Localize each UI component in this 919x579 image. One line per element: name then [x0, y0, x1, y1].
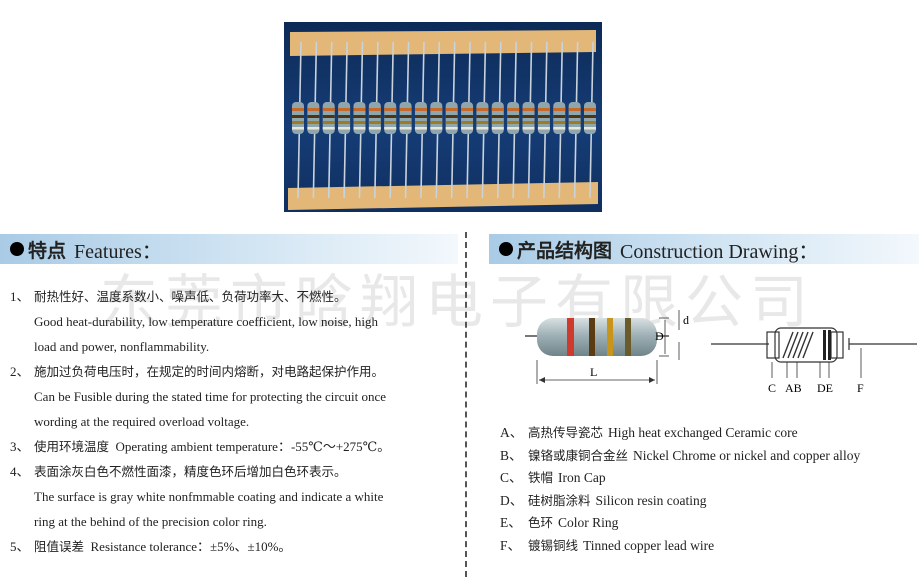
column-divider — [465, 232, 467, 577]
bullet-icon — [499, 242, 513, 256]
resistor-item — [537, 41, 550, 199]
color-band — [625, 318, 631, 356]
bottom-tape — [288, 182, 598, 210]
resistor-item — [292, 41, 304, 199]
construction-header-cn: 产品结构图 — [517, 239, 613, 262]
bullet-icon — [10, 242, 24, 256]
resistor-item — [476, 41, 489, 199]
construction-svg: D d L C AB — [525, 310, 917, 395]
resistor-item — [399, 41, 412, 199]
resistor-item — [522, 41, 535, 199]
resistor-item — [384, 41, 397, 199]
resistor-strip-illustration — [288, 30, 598, 210]
resistor-item — [338, 41, 351, 199]
label-L: L — [590, 365, 597, 379]
feature-item-1: 1、耐热性好、温度系数小、噪声低、负荷功率大、不燃性。 — [10, 289, 347, 304]
features-header-en: Features： — [74, 240, 162, 263]
resistor-item — [491, 41, 504, 199]
features-header-cn: 特点 — [28, 239, 67, 262]
resistor-item — [584, 41, 596, 199]
features-header: 特点 Features： — [0, 234, 458, 264]
feature-en-line: wording at the required overload voltage… — [34, 414, 250, 429]
resistor-item — [568, 41, 581, 199]
iron-cap — [766, 331, 780, 359]
resistor-item — [414, 41, 427, 199]
resistor-item — [445, 41, 458, 199]
resistor-item — [322, 41, 335, 199]
feature-en-line: load and power, nonflammability. — [34, 339, 210, 354]
construction-drawing: D d L C AB — [489, 300, 919, 405]
feature-item-3: 3、使用环境温度 Operating ambient temperature：-… — [10, 439, 391, 454]
color-band — [567, 318, 574, 356]
construction-header: 产品结构图 Construction Drawing： — [489, 234, 919, 264]
construction-header-en: Construction Drawing： — [620, 240, 819, 263]
product-photo — [284, 22, 602, 212]
feature-en-line: Good heat-durability, low temperature co… — [34, 314, 379, 329]
label-d: d — [683, 313, 689, 327]
features-list: 1、耐热性好、温度系数小、噪声低、负荷功率大、不燃性。 Good heat-du… — [10, 284, 465, 559]
feature-en-line: The surface is gray white nonfmmable coa… — [34, 489, 384, 504]
resistor-item — [353, 41, 366, 199]
resistor-item — [461, 41, 474, 199]
label-C: C — [768, 381, 776, 395]
label-F: F — [857, 381, 864, 395]
resistor-item — [553, 41, 566, 199]
resistor-item — [307, 41, 320, 199]
feature-item-2: 2、施加过负荷电压时，在规定的时间内熔断，对电路起保护作用。 — [10, 364, 385, 379]
label-DE: DE — [817, 381, 833, 395]
resistor-item — [430, 41, 443, 199]
resistor-item — [368, 41, 381, 199]
resistor-item — [507, 41, 520, 199]
resistor-body — [537, 318, 657, 356]
label-AB: AB — [785, 381, 802, 395]
feature-item-4: 4、表面涂灰白色不燃性面漆，精度色环后增加白色环表示。 — [10, 464, 347, 479]
wire-winding — [782, 331, 814, 359]
feature-en-line: ring at the behind of the precision colo… — [34, 514, 267, 529]
feature-en-line: Can be Fusible during the stated time fo… — [34, 389, 386, 404]
feature-item-5: 5、阻值误差 Resistance tolerance：±5%、±10%。 — [10, 539, 292, 554]
coating-outline — [774, 327, 838, 363]
color-band — [589, 318, 595, 356]
color-band — [607, 318, 613, 356]
top-tape — [290, 30, 596, 56]
label-D: D — [655, 329, 664, 343]
